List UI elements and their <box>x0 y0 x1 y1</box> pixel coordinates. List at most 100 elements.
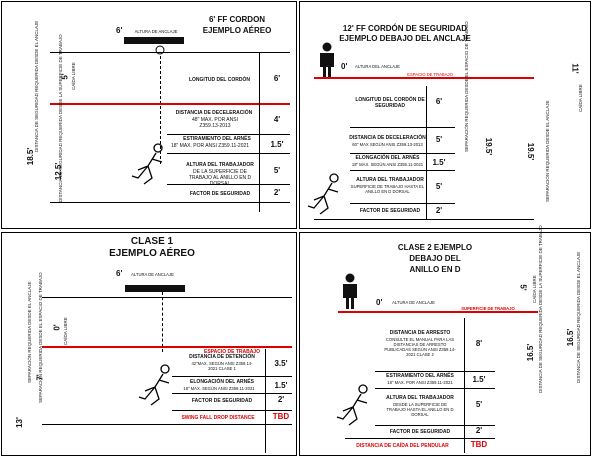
panel4-row3-value: 5' <box>475 400 483 409</box>
work-surface-line <box>50 103 290 105</box>
falling-worker-icon <box>306 172 346 217</box>
panel2-row1-label: LONGITUD DEL CORDÓN DE SEGURIDAD <box>355 97 425 109</box>
lanyard-line <box>160 56 162 164</box>
panel2-req-work-value: 19.5' <box>484 137 494 156</box>
panel4-freefall-value: 5' <box>518 284 528 291</box>
panel1-req-anchor-label: DISTANCIA DE SEGURIDAD REQUERIDA DESDE E… <box>34 20 39 152</box>
panel-6ft-aerial: 6' FF CORDON EJEMPLO AÉREO 6' ALTURA DE … <box>1 1 297 229</box>
panel-class1-aerial: CLASE 1 EJEMPLO AÉREO 6' ALTURA DE ANCLA… <box>1 232 297 456</box>
panel3-row3-label: FACTOR DE SEGURIDAD <box>191 398 253 404</box>
anchor-beam <box>124 37 184 44</box>
panel2-row2-label: DISTANCIA DE DECELERACIÓN <box>349 135 426 141</box>
panel1-freefall-label: CAÍDA LIBRE <box>71 62 76 90</box>
panel3-row4-label: SWING FALL DROP DISTANCE <box>181 415 255 421</box>
panel3-req-anchor-value: 13' <box>14 417 24 428</box>
panel4-row3-sub: DESDE LA SUPERFICIE DE TRABAJO HASTA EL … <box>386 402 454 418</box>
panel3-row2-label: ELONGACIÓN DEL ARNÉS <box>190 379 254 385</box>
panel3-anchor-value: 6' <box>116 269 123 278</box>
panel1-row1-value: 6' <box>273 74 281 83</box>
panel3-row1-sub: 42"MAX. SEGÚN ANSI Z359.14-2021 CLASE 1 <box>191 361 253 372</box>
panel3-req-anchor-label: SEPARACIÓN REQUERIDA DESDE EL ANCLAJE <box>27 281 32 383</box>
panel1-row3-sub: 18" MAX. POR ANSI Z359.11-2021 <box>170 143 250 149</box>
falling-worker-icon <box>130 142 170 187</box>
panel1-divider <box>259 52 260 212</box>
panel2-row1-value: 6' <box>435 97 443 106</box>
panel4-title-line1: CLASE 2 EJEMPLO <box>397 243 473 252</box>
panel4-sep1 <box>375 371 495 372</box>
panel3-row4-value: TBD <box>272 412 290 421</box>
panel2-row5-label: FACTOR DE SEGURIDAD <box>359 208 421 214</box>
panel1-row1-label: LONGITUD DEL CORDÓN <box>188 77 251 83</box>
panel1-title-line1: 6' FF CORDON <box>208 15 266 24</box>
panel2-sep4 <box>350 203 455 204</box>
panel4-row1-value: 8' <box>475 339 483 348</box>
panel1-row3-value: 1.5' <box>270 140 284 149</box>
panel3-work-label: ESPACIO DE TRABAJO <box>203 349 261 355</box>
panel1-sep1 <box>167 134 290 135</box>
panel3-bottom-line <box>42 424 292 425</box>
panel1-title-line2: EJEMPLO AÉREO <box>202 26 272 35</box>
panel3-title-line1: CLASE 1 <box>130 236 174 247</box>
panel4-value-divider <box>464 318 465 453</box>
panel2-sep1 <box>350 127 455 128</box>
panel2-row3-value: 1.5' <box>432 158 446 167</box>
panel1-row3-label: ESTIRAMIENTO DEL ARNÉS <box>183 136 251 142</box>
panel1-row5-value: 2' <box>273 188 281 197</box>
panel4-work-label: SUPERFICIE DE TRABAJO <box>461 306 515 311</box>
panel2-row4-sub: SUPERFICIE DE TRABAJO HASTA EL ANILLO EN… <box>350 184 425 195</box>
panel2-title-line2: EJEMPLO DEBAJO DEL ANCLAJE <box>339 34 471 43</box>
panel1-anchor-value: 6' <box>116 26 123 35</box>
panel-class2-below-dring: CLASE 2 EJEMPLO DEBAJO DEL ANILLO EN D 0… <box>299 225 591 456</box>
panel2-anchor-label: ALTURA DEL ANCLAJE <box>355 64 400 69</box>
panel4-row3-label: ALTURA DEL TRABAJADOR <box>386 395 454 401</box>
anchor-line <box>50 52 290 53</box>
panel4-anchor-label: ALTURA DE ANCLAJE <box>392 300 435 305</box>
panel4-row2-label: ESTIRAMIENTO DEL ARNÉS <box>386 373 454 379</box>
panel2-sep2 <box>350 153 455 154</box>
panel4-sep3 <box>375 425 495 426</box>
panel4-work-line <box>338 311 538 313</box>
panel4-req-work-label: DISTANCIA DE SEGURIDAD REQUERIDA DESDE L… <box>538 225 543 393</box>
anchor-beam <box>125 285 185 292</box>
panel2-bottom-line <box>314 219 534 220</box>
panel4-row4-label: FACTOR DE SEGURIDAD <box>389 429 451 435</box>
panel3-lifeline <box>162 292 164 352</box>
panel4-row2-value: 1.5' <box>472 375 486 384</box>
panel4-row5-label: DISTANCIA DE CAÍDA DEL PENDULAR <box>356 443 449 449</box>
panel1-row4-value: 5' <box>273 166 281 175</box>
panel2-row2-value: 5' <box>435 135 443 144</box>
panel4-row1-sub: CONSULTE EL MANUAL PARA LAS DISTANCIAS D… <box>384 337 456 358</box>
panel1-row2-label: DISTANCIA DE DECELERACIÓN <box>175 110 253 116</box>
panel2-anchor-value: 0' <box>341 62 348 71</box>
panel4-anchor-value: 0' <box>376 298 383 307</box>
panel1-sep2 <box>167 153 290 154</box>
panel2-value-divider <box>426 86 427 219</box>
panel4-title-line2: DEBAJO DEL <box>409 254 461 263</box>
panel2-req-anchor-value: 19.5' <box>526 142 536 161</box>
panel3-work-line <box>42 346 292 348</box>
panel4-title-line3: ANILLO EN D <box>409 265 461 274</box>
panel3-value-divider <box>265 349 266 453</box>
standing-worker-icon <box>338 273 362 309</box>
panel2-row4-label: ALTURA DEL TRABAJADOR <box>356 177 424 183</box>
panel3-row1-label: DISTANCIA DE DETENCIÓN <box>189 354 255 360</box>
panel2-sep3 <box>350 170 455 171</box>
panel3-row1-value: 3.5' <box>274 359 288 368</box>
panel3-title-line2: EJEMPLO AÉREO <box>109 248 195 259</box>
panel1-row2-value: 4' <box>273 115 281 124</box>
panel2-work-label: ESPACIO DE TRABAJO <box>407 72 453 77</box>
panel-12ft-below-anchor: 12' FF CORDÓN DE SEGURIDAD EJEMPLO DEBAJ… <box>299 1 591 229</box>
panel2-row5-value: 2' <box>435 206 443 215</box>
panel2-req-work-label: SEPARACIÓN REQUERIDA DESDE EL ESPACIO DE… <box>464 21 469 152</box>
panel1-sep3 <box>167 184 290 185</box>
panel4-req-anchor-value: 16.5' <box>566 328 576 347</box>
panel3-req-work-label: SEPARACIÓN REQUERIDA DESDE EL ESPACIO DE… <box>38 272 43 403</box>
panel1-bottom-line <box>50 202 290 203</box>
panel2-freefall-label: CAÍDA LIBRE <box>578 84 583 112</box>
panel4-row4-value: 2' <box>475 426 483 435</box>
panel3-row2-sub: 18" MAX. SEGÚN ANSI Z359.11-2021 <box>183 386 255 391</box>
panel3-freefall-value: 0' <box>52 324 62 331</box>
panel2-work-line <box>314 77 534 79</box>
panel4-row1-label: DISTANCIA DE ARRESTO <box>389 330 451 336</box>
panel3-anchor-line <box>42 297 292 298</box>
